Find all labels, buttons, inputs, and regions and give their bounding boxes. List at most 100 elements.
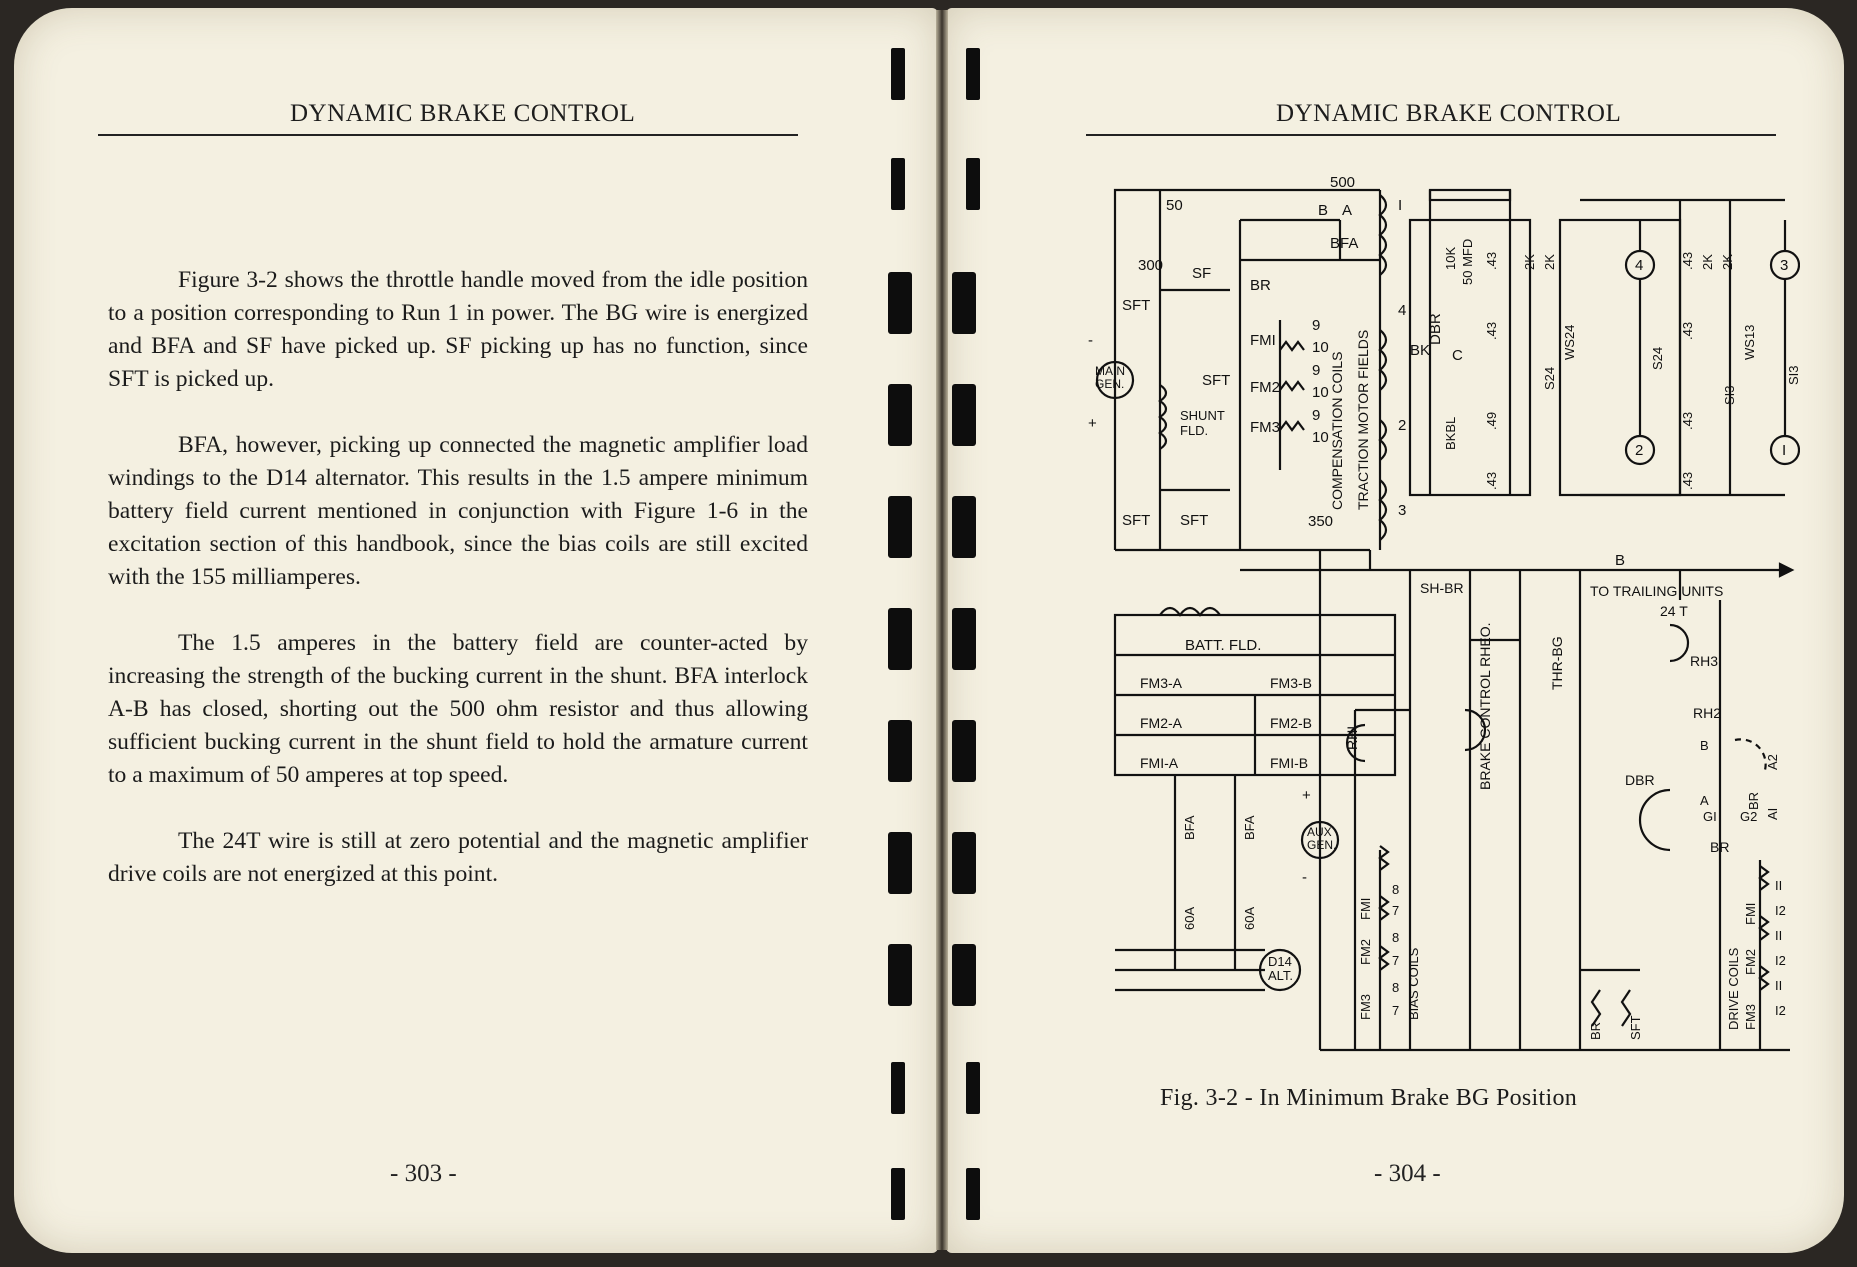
- label-dbr: DBR: [1625, 772, 1655, 788]
- label-bias-coils: BIAS COILS: [1406, 947, 1421, 1020]
- label-sft-bottom: SFT: [1180, 512, 1208, 529]
- binding-ring: [888, 608, 912, 670]
- label-n1: I: [1398, 197, 1402, 214]
- binding-ring: [952, 384, 976, 446]
- label-fm2: FM2: [1250, 379, 1280, 396]
- label-n8-a: 8: [1392, 882, 1399, 897]
- label-60a-right: 60A: [1242, 907, 1257, 930]
- label-fm1: FMI: [1250, 332, 1276, 349]
- binding-ring: [952, 272, 976, 334]
- label-n12-c: I2: [1775, 1003, 1786, 1018]
- label-wire-b: B: [1615, 552, 1625, 569]
- label-sh-br: SH-BR: [1420, 580, 1464, 596]
- figure-caption: Fig. 3-2 - In Minimum Brake BG Position: [1160, 1085, 1578, 1111]
- label-fm2-bias: FM2: [1358, 939, 1373, 965]
- label-r43-4: .43: [1680, 252, 1695, 270]
- label-r43-3: .43: [1484, 472, 1499, 490]
- binding-ring: [888, 944, 912, 1006]
- label-br: BR: [1250, 277, 1271, 294]
- label-bfa: BFA: [1330, 235, 1358, 252]
- binding-ring: [888, 272, 912, 334]
- binding-ring: [891, 1168, 905, 1220]
- label-r2k-4: 2K: [1720, 254, 1735, 270]
- left-running-head: DYNAMIC BRAKE CONTROL: [290, 100, 636, 127]
- label-d14-1: D14: [1268, 954, 1292, 969]
- binding-ring: [966, 1168, 980, 1220]
- label-n10-b: 10: [1312, 384, 1329, 401]
- label-fm2b: FM2-B: [1270, 715, 1312, 731]
- label-ws13: WS13: [1742, 325, 1757, 360]
- label-minus-main: -: [1088, 332, 1093, 349]
- label-b: B: [1318, 202, 1328, 219]
- label-comp-coils: COMPENSATION COILS: [1329, 352, 1345, 510]
- label-fm1a: FMI-A: [1140, 755, 1179, 771]
- label-n4: 4: [1398, 302, 1406, 319]
- label-thr-bg: THR-BG: [1549, 636, 1565, 690]
- label-bfa-left: BFA: [1182, 815, 1197, 840]
- left-head-rule: [98, 134, 798, 136]
- label-fm3: FM3: [1250, 419, 1280, 436]
- right-head-rule: [1086, 134, 1776, 136]
- schematic-labels: 50 500 300 350 SF SFT SFT SFT SFT B A BF…: [1088, 174, 1800, 1040]
- label-r10k: 10K: [1443, 247, 1458, 270]
- book-gutter: [936, 10, 948, 1250]
- label-sft-top: SFT: [1122, 297, 1150, 314]
- schematic-wires: [1095, 188, 1800, 1052]
- binding-ring: [952, 944, 976, 1006]
- label-g1: GI: [1703, 809, 1717, 824]
- label-r2k-2: 2K: [1542, 254, 1557, 270]
- label-fm3b: FM3-B: [1270, 675, 1312, 691]
- binding-ring: [952, 496, 976, 558]
- label-n7-c: 7: [1392, 1003, 1399, 1018]
- label-fm1-drive: FMI: [1743, 903, 1758, 925]
- binding-ring: [888, 720, 912, 782]
- left-body-text: Figure 3-2 shows the throttle handle mov…: [108, 264, 808, 924]
- binding-ring: [888, 832, 912, 894]
- binding-ring: [966, 1062, 980, 1114]
- label-br-right: BR: [1746, 792, 1761, 810]
- label-fm3a: FM3-A: [1140, 675, 1183, 691]
- label-sf: SF: [1192, 265, 1211, 282]
- dynamic-brake-schematic: 50 500 300 350 SF SFT SFT SFT SFT B A BF…: [1088, 174, 1800, 1052]
- label-60a-left: 60A: [1182, 907, 1197, 930]
- binding-ring: [952, 832, 976, 894]
- label-b-right: B: [1700, 738, 1709, 753]
- label-r50: 50: [1166, 197, 1183, 214]
- label-n9-a: 9: [1312, 317, 1320, 334]
- label-n12-b: I2: [1775, 953, 1786, 968]
- label-shunt-fld-1: SHUNT: [1180, 408, 1225, 423]
- label-motor-1: I: [1782, 442, 1786, 459]
- label-fm1-bias: FMI: [1358, 898, 1373, 920]
- label-s24-a: S24: [1542, 367, 1557, 390]
- label-n12-a: I2: [1775, 903, 1786, 918]
- label-n8-b: 8: [1392, 930, 1399, 945]
- label-sft-mid: SFT: [1202, 372, 1230, 389]
- label-n11-a: II: [1775, 878, 1782, 893]
- label-plus-aux: +: [1302, 787, 1311, 804]
- label-s24-b: S24: [1650, 347, 1665, 370]
- binding-ring: [966, 48, 980, 100]
- label-r43-7: .43: [1680, 472, 1695, 490]
- binding-ring: [888, 496, 912, 558]
- label-a-right: A: [1700, 793, 1709, 808]
- label-r300: 300: [1138, 257, 1163, 274]
- label-br-bottom: BR: [1710, 839, 1729, 855]
- binding-ring: [952, 720, 976, 782]
- label-n9-c: 9: [1312, 407, 1320, 424]
- label-drive-coils: DRIVE COILS: [1726, 947, 1741, 1030]
- label-n11-c: II: [1775, 978, 1782, 993]
- right-running-head: DYNAMIC BRAKE CONTROL: [1276, 100, 1622, 127]
- label-minus-aux: -: [1302, 869, 1307, 886]
- label-s13-a: SI3: [1722, 385, 1737, 405]
- paragraph-3: The 1.5 amperes in the battery field are…: [108, 630, 808, 788]
- binding-ring: [891, 158, 905, 210]
- label-rh2: RH2: [1693, 705, 1721, 721]
- label-bk: BK: [1410, 342, 1430, 359]
- binding-ring: [966, 158, 980, 210]
- label-motor-3: 3: [1780, 257, 1788, 274]
- label-n3: 3: [1398, 502, 1406, 519]
- binding-ring: [891, 48, 905, 100]
- label-24t: 24 T: [1660, 603, 1688, 619]
- label-fm3-drive: FM3: [1743, 1004, 1758, 1030]
